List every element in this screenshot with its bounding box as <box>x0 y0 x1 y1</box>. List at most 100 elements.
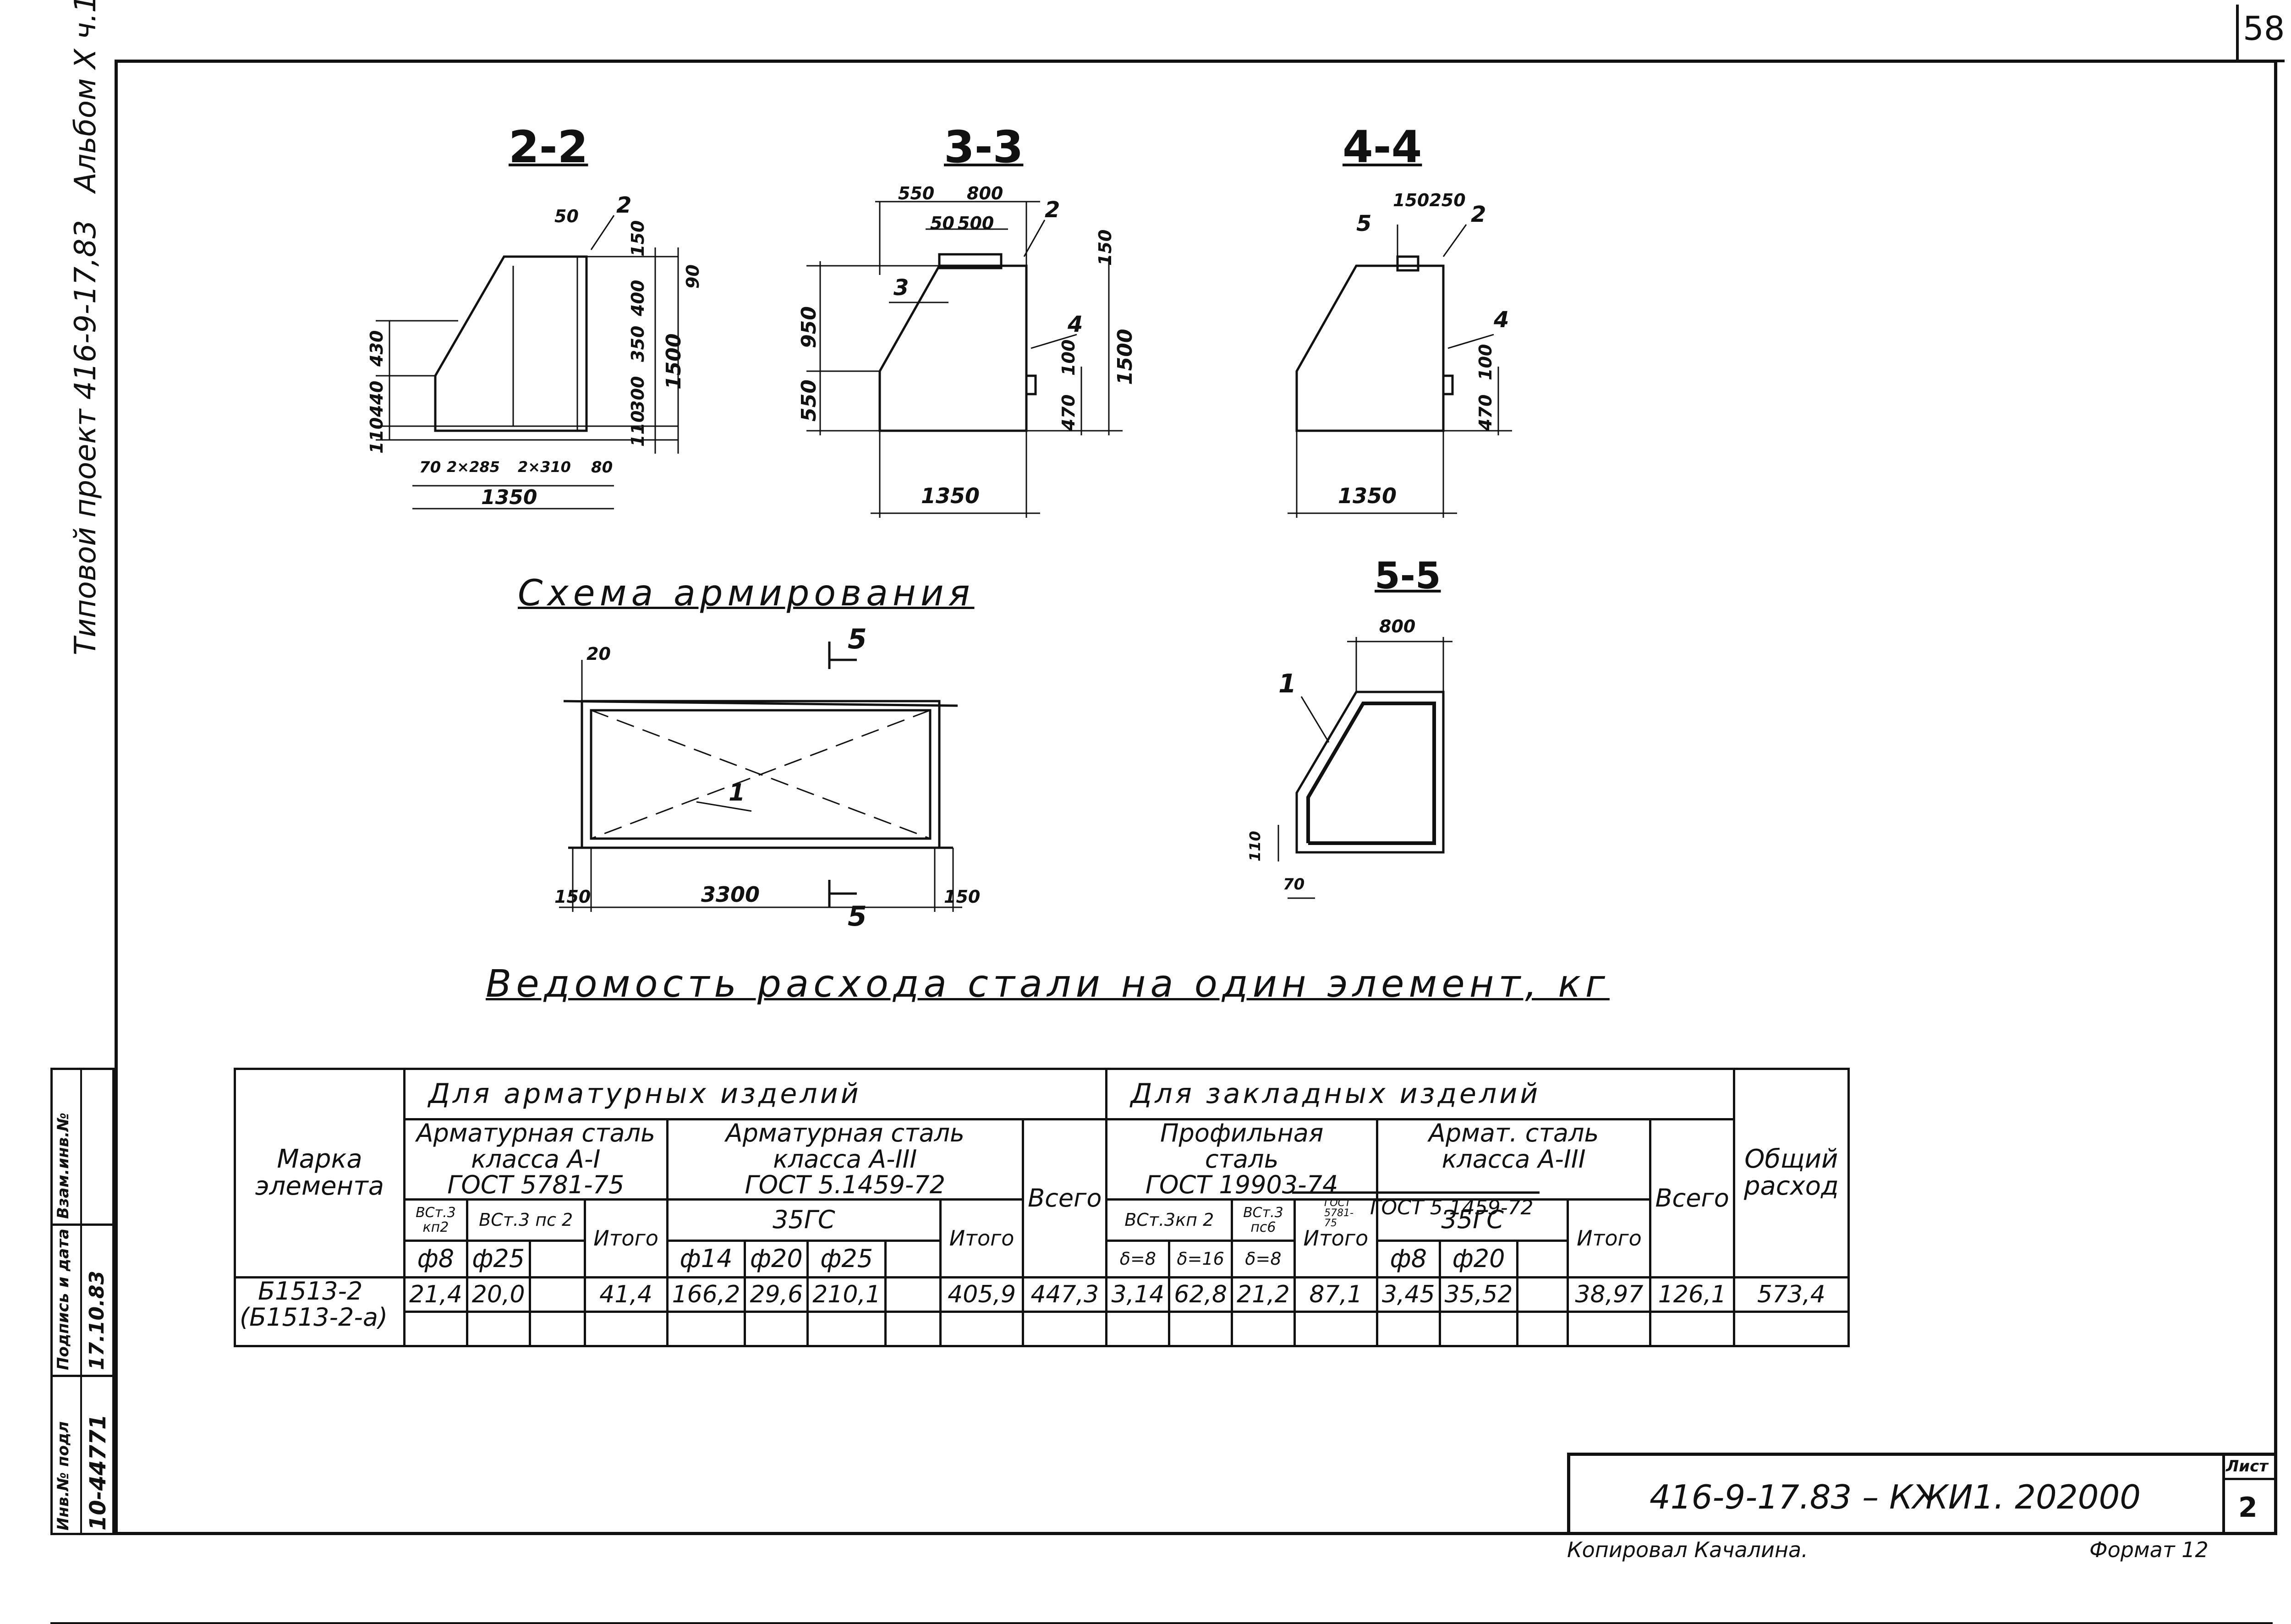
bottom-cut-line <box>50 1622 2273 1624</box>
val-f8: 21,4 <box>403 1276 468 1313</box>
val-itogo-4: 38,97 <box>1567 1276 1652 1313</box>
val-empty-3 <box>1516 1276 1569 1313</box>
dim-2-2-80: 80 <box>591 458 613 477</box>
header-itogo-1: Итого <box>583 1198 669 1279</box>
dim-3-3-1350: 1350 <box>921 483 980 508</box>
col-empty-3 <box>1516 1240 1569 1279</box>
val-total: 573,4 <box>1732 1276 1850 1313</box>
scheme-title: Схема армирования <box>518 573 975 614</box>
dim-5-5-110: 110 <box>1246 831 1264 861</box>
dim-4-4-1350: 1350 <box>1338 483 1397 508</box>
col-f8: ф8 <box>403 1240 468 1279</box>
left-stamp-strip <box>50 1068 115 1535</box>
val-empty-2 <box>884 1276 942 1313</box>
header-mark: Марка элемента <box>234 1067 406 1279</box>
dim-3-3-2: 2 <box>1045 197 1060 223</box>
scheme-top-bar <box>563 700 958 707</box>
section-2-2-outline <box>434 255 588 432</box>
dim-2-2-2x310: 2×310 <box>518 458 571 476</box>
table-title: Ведомость расхода стали на один элемент,… <box>486 962 1610 1006</box>
page-number: 58 <box>2243 9 2285 48</box>
header-vsego-2: Всего <box>1649 1118 1735 1279</box>
scheme-cut-mark-bottom <box>828 880 857 907</box>
left-stamp-divider-2 <box>50 1375 115 1377</box>
sub-35gs: 35ГС <box>666 1198 942 1242</box>
title-stamp-list-line <box>2222 1478 2277 1480</box>
sub-vst3kp2: ВСт.3 кп2 <box>403 1198 468 1242</box>
dim-scheme-5-top: 5 <box>848 623 867 655</box>
copied-by: Копировал Качалина. <box>1567 1537 1808 1562</box>
header-emb: Для закладных изделий <box>1105 1068 1735 1120</box>
col-d16: δ=16 <box>1168 1240 1233 1279</box>
col-d8b: δ=8 <box>1231 1240 1296 1279</box>
dim-5-5-70: 70 <box>1283 875 1305 894</box>
val-d8b: 21,2 <box>1231 1276 1296 1313</box>
section-5-5-title: 5-5 <box>1375 554 1441 597</box>
sub-vst3ps2: ВСт.3 пс 2 <box>466 1198 586 1242</box>
header-vsego-1: Всего <box>1022 1118 1108 1279</box>
section-4-4-leader-2 <box>1442 224 1467 257</box>
dim-4-4-150250: 150250 <box>1393 190 1466 210</box>
val-f20b: 35,52 <box>1438 1276 1519 1313</box>
dim-3-3-550a: 550 <box>898 183 935 203</box>
dim-2-2-50: 50 <box>554 206 579 226</box>
col-f20: ф20 <box>744 1240 809 1279</box>
dim-3-3-4: 4 <box>1068 312 1083 337</box>
val-f20: 29,6 <box>744 1276 809 1313</box>
scheme-diagonal <box>591 709 931 839</box>
section-3-3-leader-4 <box>1030 334 1077 349</box>
val-d16: 62,8 <box>1168 1276 1233 1313</box>
col-f25b: ф25 <box>806 1240 887 1279</box>
list-label: Лист <box>2226 1457 2268 1476</box>
header-itogo-4: Итого <box>1567 1198 1652 1279</box>
scheme-leader-1 <box>696 801 752 812</box>
list-number: 2 <box>2238 1492 2258 1524</box>
col-f8b: ф8 <box>1376 1240 1441 1279</box>
section-4-4-outline <box>1295 264 1445 432</box>
dim-4-4-4: 4 <box>1494 307 1509 333</box>
dim-3-3-3: 3 <box>893 275 909 301</box>
steel-consumption-table: Марка элемента Для арматурных изделий Дл… <box>234 1067 1850 1348</box>
title-stamp-box <box>1567 1453 2277 1535</box>
section-4-4-embed-4 <box>1442 374 1454 395</box>
section-3-3-leader-2 <box>1023 219 1046 257</box>
section-2-2-title: 2-2 <box>509 121 588 173</box>
val-itogo-1: 41,4 <box>583 1276 669 1313</box>
dim-scheme-150a: 150 <box>554 887 591 907</box>
dim-2-2-70: 70 <box>419 458 441 477</box>
header-total: Общий расход <box>1732 1067 1850 1279</box>
val-f25: 20,0 <box>466 1276 531 1313</box>
val-vsego-1: 447,3 <box>1022 1276 1108 1313</box>
table-row <box>235 1311 1850 1348</box>
col-empty-1 <box>528 1240 586 1279</box>
dim-4-4-5: 5 <box>1356 211 1372 236</box>
table-row: Б1513-2(Б1513-2-а) 21,4 20,0 41,4 166,2 … <box>234 1276 1850 1348</box>
header-itogo-2: Итого <box>939 1198 1025 1279</box>
val-itogo-2: 405,9 <box>939 1276 1025 1313</box>
dim-scheme-5-bot: 5 <box>848 900 867 933</box>
header-itogo-3: Итого <box>1293 1198 1378 1279</box>
section-4-4-embed-5 <box>1396 255 1420 272</box>
group-arm-emb-gost-line <box>1292 1191 1540 1194</box>
val-itogo-3: 87,1 <box>1293 1276 1378 1313</box>
dim-2-2-1350: 1350 <box>481 486 537 509</box>
section-3-3-embed-plate <box>938 253 1003 269</box>
col-f25: ф25 <box>466 1240 531 1279</box>
dim-scheme-20: 20 <box>586 644 611 664</box>
scheme-inner-frame <box>590 709 932 840</box>
col-f14: ф14 <box>666 1240 746 1279</box>
row-mark: Б1513-2(Б1513-2-а) <box>234 1276 406 1348</box>
dim-3-3-50: 50 <box>930 213 954 233</box>
section-5-5-outline <box>1295 691 1445 854</box>
format-label: Формат 12 <box>2089 1537 2209 1562</box>
group-arm-emb-gost-small: ГОСТ 5781-75 <box>1324 1197 1354 1229</box>
sub-vst3ps6: ВСт.3 пс6 <box>1231 1198 1296 1242</box>
val-empty-1 <box>528 1276 586 1313</box>
